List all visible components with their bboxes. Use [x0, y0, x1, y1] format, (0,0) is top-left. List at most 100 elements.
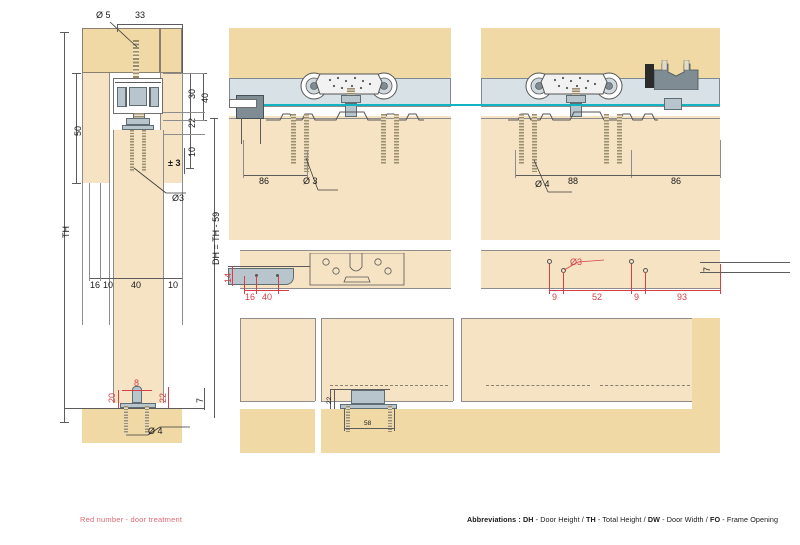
dim-dia3-right: Ø3: [570, 257, 583, 267]
door-bottom-edge-r: [163, 325, 164, 385]
alignment-line-left: [229, 104, 451, 107]
dim-line-50: [76, 73, 77, 183]
jamb-edge-line-2: [82, 73, 83, 325]
bp2-t: [321, 318, 453, 319]
end-stop-pin-b: [260, 118, 262, 144]
roller-nut-left: [341, 95, 361, 103]
dashed-centre-2: [486, 385, 590, 386]
ext-h-2: [100, 183, 101, 281]
dim-TH: TH: [61, 226, 71, 238]
floor-slab-l: [113, 385, 114, 403]
door-screw-right: [142, 130, 146, 172]
header-anchor-screw: [133, 40, 139, 78]
abbrev-key-dh: DH: [522, 515, 534, 524]
dashed-centre-1: [330, 385, 448, 386]
hanger-nut: [126, 118, 150, 125]
dim-line-TH: [64, 32, 65, 422]
roller-assembly-right: [525, 60, 625, 106]
floor-slab-c: [434, 409, 692, 453]
dim-line-40v: [203, 73, 204, 120]
bottom-right-column: [692, 318, 720, 453]
floor-guide-pin: [132, 386, 142, 403]
fixing-plate-right: [508, 108, 658, 122]
floor-screw-left: [124, 406, 128, 434]
dashed-centre-3: [600, 385, 690, 386]
floor-wood: [82, 408, 182, 443]
dim-10b: 10: [168, 280, 179, 290]
dim-line-right-plan: [549, 290, 720, 291]
floor-slab-r: [163, 385, 164, 403]
carriage-divider: [126, 87, 127, 107]
dim-9b: 9: [634, 292, 640, 302]
ext-9b-b: [645, 272, 646, 294]
center-door-top: [229, 116, 451, 240]
bottom-panel-2: [321, 318, 453, 401]
floor-slab-a: [240, 409, 315, 453]
abbrev-key-dw: DW: [647, 515, 660, 524]
dim-line-86a: [243, 175, 307, 176]
floor-channel-screw-r: [388, 406, 392, 432]
dim-TH-tickA: [60, 32, 69, 33]
right-screw-2: [532, 114, 537, 172]
dim-line-88: [515, 175, 631, 176]
door-leaf: [113, 130, 163, 183]
dim-line-22c: [334, 389, 335, 409]
bp3-b: [461, 401, 692, 402]
dim-line-86b: [631, 175, 720, 176]
track-inner-line-top: [115, 82, 161, 83]
bp1-l: [240, 318, 241, 401]
ext-16-b: [256, 276, 257, 294]
ext-right-d: [163, 134, 205, 135]
right-screw-1: [519, 114, 524, 164]
center-header-wood: [229, 28, 451, 78]
carriage-divider-2: [149, 87, 150, 107]
dim-40v: 40: [200, 92, 210, 103]
right-jamb-strip: [160, 73, 182, 183]
dim-93: 93: [677, 292, 688, 302]
center-screw-4: [394, 114, 399, 164]
abbrev-key-fo: FO: [709, 515, 721, 524]
bp2-l: [321, 318, 322, 401]
center-screw-3: [381, 114, 386, 164]
drill-hole-1: [547, 259, 552, 264]
plan-bracket-topline: [228, 266, 310, 267]
roller-assembly-left: [300, 60, 400, 106]
door-edge-right: [163, 130, 164, 325]
dim-DH-formula: DH = TH - 59: [211, 211, 221, 265]
end-bumper: [645, 64, 654, 88]
dim-58: 58: [364, 420, 372, 427]
floor-channel-block: [351, 390, 385, 404]
ext-9a-a: [549, 264, 550, 294]
door-leaf-lower: [113, 183, 163, 325]
ext-line-33-a: [117, 24, 118, 32]
bp1-t: [240, 318, 315, 319]
plan-wood-bot: [240, 288, 451, 289]
carriage-body: [129, 87, 147, 106]
dim-line-58: [344, 428, 394, 429]
ext-40-b: [278, 276, 279, 294]
dim-10a: 10: [103, 280, 114, 290]
floor-channel-screw-l: [346, 406, 350, 432]
roller-bolt-left: [345, 103, 357, 117]
dim-40h: 40: [131, 280, 142, 290]
ext-86a-b: [307, 150, 308, 178]
ext-58-b: [394, 409, 395, 431]
dim-dia5: Ø 5: [96, 10, 111, 20]
dim-dia4-right: Ø 4: [535, 179, 550, 189]
dim-10v-tickB: [186, 168, 194, 169]
ext-86b-b: [720, 140, 721, 178]
dim-line-30: [190, 73, 191, 112]
dim-8: 8: [134, 378, 140, 388]
dim-52: 52: [592, 292, 603, 302]
dim-16: 16: [90, 280, 101, 290]
plan-hole-b: [276, 274, 279, 277]
floor-channel-leftline: [330, 389, 331, 409]
dim-line-10v: [190, 134, 191, 168]
right-door-line: [481, 118, 720, 119]
dim-line-33: [117, 24, 182, 25]
abbrev-val-th: - Total Height /: [597, 515, 646, 524]
ext-9a-b: [563, 272, 564, 294]
ext-93-b: [720, 264, 721, 294]
ext-right-a: [163, 73, 205, 74]
jamb-edge-line: [109, 73, 110, 325]
